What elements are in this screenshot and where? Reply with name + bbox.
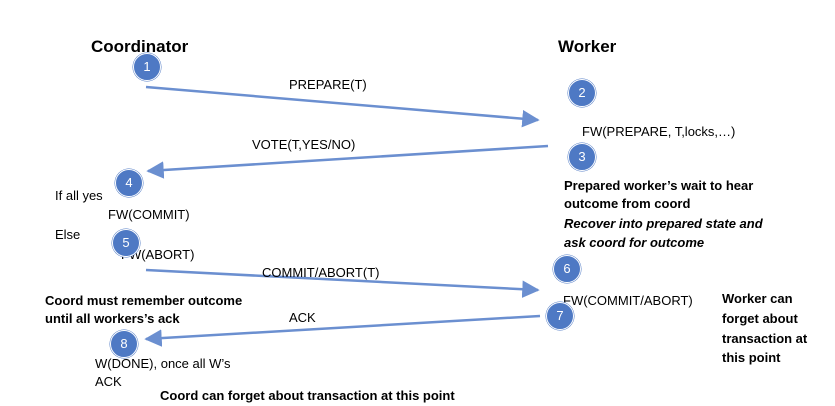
ack-arrow: [144, 314, 541, 347]
step-5-marker: 5: [112, 229, 140, 257]
worker-heading: Worker: [558, 37, 617, 56]
worker-forget-note-line4: this point: [722, 350, 781, 365]
worker-forget-note-line1: Worker can: [722, 291, 793, 306]
step-8-marker: 8: [110, 330, 138, 358]
vote-label: VOTE(T,YES/NO): [252, 137, 356, 152]
fw-commit-abort-note: FW(COMMIT/ABORT): [563, 293, 693, 308]
done-note-line1: W(DONE), once all W’s: [95, 356, 231, 371]
remember-outcome-note-line2: until all workers’s ack: [45, 311, 180, 326]
step-1-marker: 1: [133, 53, 161, 81]
if-all-yes-note: If all yes: [55, 188, 103, 203]
fw-commit-note: FW(COMMIT): [108, 207, 190, 222]
else-note: Else: [55, 227, 81, 242]
step-7-marker: 7: [546, 302, 574, 330]
step-4-marker: 4: [115, 169, 143, 197]
step-2-marker: 2: [568, 79, 596, 107]
done-note-line2: ACK: [95, 374, 122, 389]
ack-label: ACK: [289, 310, 316, 325]
wait-note-line2: outcome from coord: [564, 196, 691, 211]
fw-prepare-note: FW(PREPARE, T,locks,…): [582, 124, 736, 139]
prepare-label: PREPARE(T): [289, 77, 367, 92]
remember-outcome-note-line1: Coord must remember outcome: [45, 293, 243, 308]
commit-abort-label: COMMIT/ABORT(T): [262, 265, 380, 280]
recover-note-line1: Recover into prepared state and: [564, 216, 763, 231]
step-3-marker: 3: [568, 143, 596, 171]
wait-note-line1: Prepared worker’s wait to hear: [564, 178, 754, 193]
coord-forget-note: Coord can forget about transaction at th…: [160, 388, 455, 403]
worker-forget-note-line2: forget about: [722, 311, 798, 326]
worker-forget-note-line3: transaction at: [722, 331, 808, 346]
fw-abort-note: FW(ABORT): [121, 247, 195, 262]
vote-arrow: [146, 144, 549, 179]
recover-note-line2: ask coord for outcome: [564, 235, 705, 250]
commit-abort-arrow: [145, 268, 540, 298]
prepare-arrow: [145, 85, 540, 128]
step-6-marker: 6: [553, 255, 581, 283]
coordinator-heading: Coordinator: [91, 37, 189, 56]
